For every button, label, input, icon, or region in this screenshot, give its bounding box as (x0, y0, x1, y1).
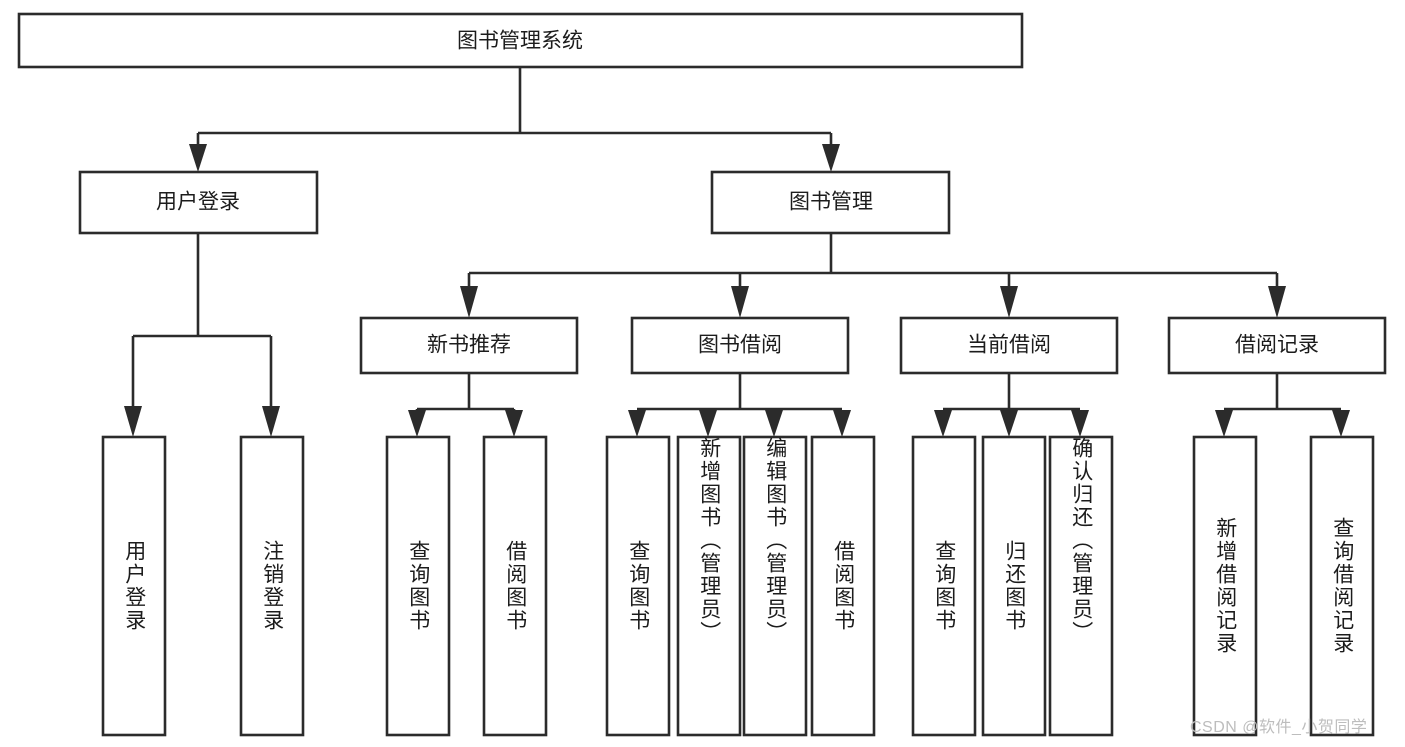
arrowhead-bb-borrow (833, 410, 851, 437)
node-current-borrow-label: 当前借阅 (967, 334, 1051, 357)
leaf-box-bb-edit[interactable] (742, 435, 808, 737)
node-root-label: 图书管理系统 (457, 30, 583, 53)
leaf-box-cb-query[interactable] (911, 435, 977, 737)
leaf-box-nb-borrow[interactable] (482, 435, 548, 737)
node-book-borrow-label: 图书借阅 (698, 334, 782, 357)
arrowhead-cb-query (934, 410, 952, 437)
arrowhead-to-new-book (460, 286, 478, 318)
node-book-borrow-box[interactable] (630, 316, 850, 375)
arrowhead-leaf-logout (262, 406, 280, 437)
arrowhead-br-add (1215, 410, 1233, 437)
leaf-box-nb-query[interactable] (385, 435, 451, 737)
node-book-manage-box[interactable] (710, 170, 951, 235)
node-new-book-label: 新书推荐 (427, 334, 511, 357)
leaf-box-logout[interactable] (239, 435, 305, 737)
arrowhead-newbook-query (408, 410, 426, 437)
node-current-borrow[interactable]: 当前借阅 (899, 316, 1119, 375)
node-root-box[interactable] (17, 12, 1024, 69)
leaf-box-bb-borrow[interactable] (810, 435, 876, 737)
arrowhead-cb-confirm (1071, 410, 1089, 437)
arrowhead-cb-return (1000, 410, 1018, 437)
leaf-box-bb-add[interactable] (676, 435, 742, 737)
leaf-box-cb-return[interactable] (981, 435, 1047, 737)
arrowhead-bb-edit (765, 410, 783, 437)
node-book-manage-label: 图书管理 (789, 191, 873, 214)
node-new-book-box[interactable] (359, 316, 579, 375)
node-borrow-record-box[interactable] (1167, 316, 1387, 375)
arrowhead-bb-add (699, 410, 717, 437)
arrowhead-to-current-borrow (1000, 286, 1018, 318)
node-user-login-label: 用户登录 (156, 191, 240, 214)
leaf-box-bb-query[interactable] (605, 435, 671, 737)
arrowhead-to-borrow-record (1268, 286, 1286, 318)
node-borrow-record[interactable]: 借阅记录 (1167, 316, 1387, 375)
arrowhead-br-query (1332, 410, 1350, 437)
arrowhead-newbook-borrow (505, 410, 523, 437)
leaf-box-user-login[interactable] (101, 435, 167, 737)
csdn-watermark: CSDN @软件_小贺同学 (1190, 719, 1368, 736)
arrowhead-leaf-user-login (124, 406, 142, 437)
leaf-box-br-query[interactable] (1309, 435, 1375, 737)
arrowhead-to-user-login (189, 144, 207, 172)
leaf-box-br-add[interactable] (1192, 435, 1258, 737)
node-current-borrow-box[interactable] (899, 316, 1119, 375)
node-user-login[interactable]: 用户登录 (78, 170, 319, 235)
node-new-book-recommend[interactable]: 新书推荐 (359, 316, 579, 375)
arrowhead-to-book-manage (822, 144, 840, 172)
node-root-system[interactable]: 图书管理系统 (17, 12, 1024, 69)
node-book-borrow[interactable]: 图书借阅 (630, 316, 850, 375)
leaf-box-cb-confirm[interactable] (1048, 435, 1114, 737)
arrowhead-bb-query (628, 410, 646, 437)
arrowhead-to-book-borrow (731, 286, 749, 318)
node-book-manage[interactable]: 图书管理 (710, 170, 951, 235)
node-borrow-record-label: 借阅记录 (1235, 334, 1319, 357)
